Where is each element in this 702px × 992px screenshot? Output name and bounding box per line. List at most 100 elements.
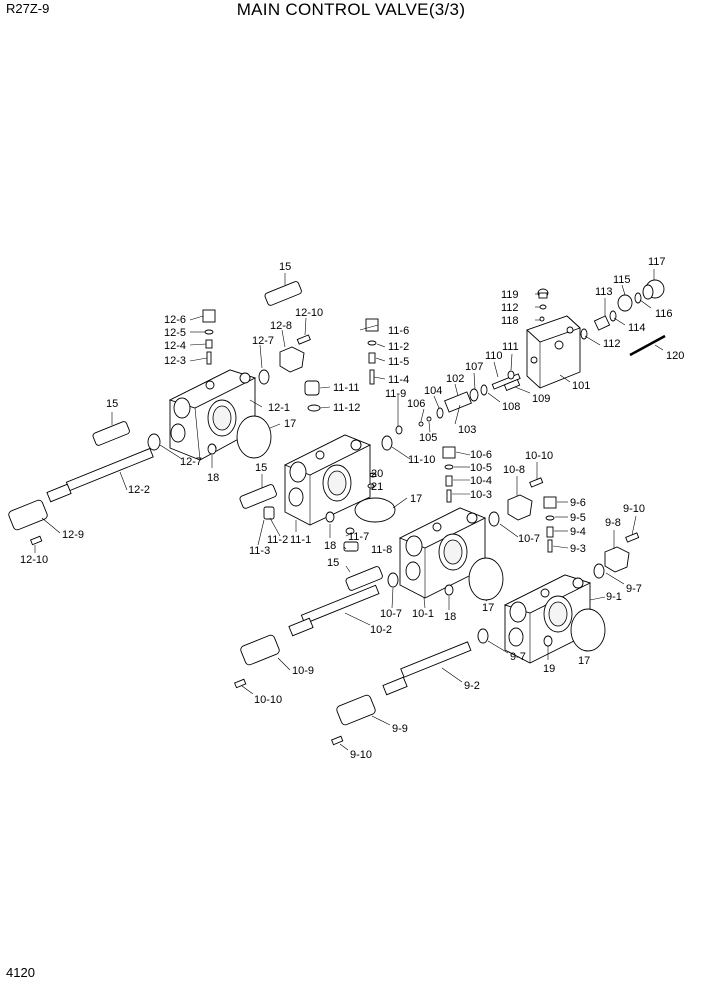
valve-section-11-1	[283, 434, 372, 526]
label-108: 108	[502, 401, 520, 413]
label-11-9: 11-9	[385, 388, 406, 400]
label-9-1: 9-1	[606, 591, 622, 603]
label-9-10: 9-10	[350, 749, 372, 761]
label-11-7: 11-7	[348, 531, 369, 543]
label-15: 15	[327, 557, 339, 569]
label-10-4: 10-4	[470, 475, 492, 487]
label-107: 107	[465, 361, 483, 373]
small-parts-10	[234, 446, 544, 689]
label-10-7: 10-7	[380, 608, 402, 620]
label-104: 104	[424, 385, 442, 397]
label-17: 17	[284, 418, 296, 430]
label-11-12: 11-12	[333, 402, 360, 414]
label-113: 113	[595, 286, 613, 298]
label-12-6: 12-6	[164, 314, 186, 326]
label-11-5: 11-5	[388, 356, 409, 368]
label-18: 18	[444, 611, 456, 623]
label-10-10: 10-10	[254, 694, 282, 706]
model-code: R27Z-9	[6, 1, 50, 16]
label-9-7: 9-7	[626, 583, 642, 595]
label-106: 106	[407, 398, 425, 410]
page-title: MAIN CONTROL VALVE(3/3)	[236, 0, 466, 19]
label-112: 112	[603, 338, 621, 350]
small-parts-12	[30, 309, 311, 546]
label-12-10: 12-10	[20, 554, 48, 566]
label-11-1: 11-1	[290, 534, 311, 546]
label-9-6: 9-6	[570, 497, 586, 509]
label-10-2: 10-2	[370, 624, 392, 636]
label-11-2: 11-2	[388, 341, 409, 353]
label-9-5: 9-5	[570, 512, 586, 524]
small-parts-11	[239, 318, 396, 552]
label-119: 119	[501, 289, 519, 301]
label-18: 18	[324, 540, 336, 552]
label-15: 15	[255, 462, 267, 474]
label-12-7: 12-7	[252, 335, 274, 347]
label-112: 112	[501, 302, 519, 314]
label-17: 17	[578, 655, 590, 667]
label-115: 115	[613, 274, 631, 286]
valve-section-10-1	[398, 507, 487, 599]
label-116: 116	[655, 308, 673, 320]
label-9-4: 9-4	[570, 526, 586, 538]
relief-valve-15b	[92, 421, 130, 446]
valve-section-9-1	[503, 574, 592, 664]
label-10-3: 10-3	[470, 489, 492, 501]
label-12-4: 12-4	[164, 340, 186, 352]
label-10-1: 10-1	[412, 608, 434, 620]
label-18: 18	[207, 472, 219, 484]
valve-section-12-1	[168, 369, 257, 461]
label-17: 17	[482, 602, 494, 614]
label-110: 110	[485, 350, 503, 362]
label-114: 114	[628, 322, 646, 334]
label-11-2: 11-2	[267, 534, 288, 546]
label-10-10: 10-10	[525, 450, 553, 462]
label-20: 20	[371, 468, 383, 480]
label-12-7: 12-7	[180, 456, 202, 468]
label-117: 117	[648, 256, 666, 268]
label-21: 21	[371, 481, 383, 493]
label-9-7: 9-7	[510, 651, 526, 663]
label-9-9: 9-9	[392, 723, 408, 735]
pilot-parts-101-group	[395, 279, 666, 435]
label-9-10: 9-10	[623, 503, 645, 515]
label-111: 111	[502, 341, 519, 353]
label-12-3: 12-3	[164, 355, 186, 367]
label-118: 118	[501, 315, 519, 327]
label-9-2: 9-2	[464, 680, 480, 692]
part-labels: 117 115 113 116 114 112 120 119 112 118 …	[20, 256, 684, 761]
label-10-7: 10-7	[518, 533, 540, 545]
label-12-10: 12-10	[295, 307, 323, 319]
label-10-8: 10-8	[503, 464, 525, 476]
label-9-8: 9-8	[605, 517, 621, 529]
spool-12-2	[46, 447, 154, 503]
label-12-9: 12-9	[62, 529, 84, 541]
small-parts-9	[331, 496, 640, 746]
label-109: 109	[532, 393, 550, 405]
label-11-10: 11-10	[408, 454, 435, 466]
label-15: 15	[279, 261, 291, 273]
relief-valve-15a	[264, 281, 302, 306]
label-9-3: 9-3	[570, 543, 586, 555]
cap-12-9	[8, 499, 48, 531]
label-17: 17	[410, 493, 422, 505]
label-10-9: 10-9	[292, 665, 314, 677]
label-10-5: 10-5	[470, 462, 492, 474]
label-15: 15	[106, 398, 118, 410]
label-105: 105	[419, 432, 437, 444]
label-11-6: 11-6	[388, 325, 409, 337]
label-102: 102	[446, 373, 464, 385]
label-11-4: 11-4	[388, 374, 409, 386]
label-101: 101	[572, 380, 590, 392]
valve-block-101	[526, 315, 581, 389]
label-12-1: 12-1	[268, 402, 290, 414]
label-19: 19	[543, 663, 555, 675]
label-12-8: 12-8	[270, 320, 292, 332]
label-11-3: 11-3	[249, 545, 270, 557]
label-11-11: 11-11	[333, 382, 360, 394]
label-103: 103	[458, 424, 476, 436]
label-12-5: 12-5	[164, 327, 186, 339]
label-12-2: 12-2	[128, 484, 150, 496]
